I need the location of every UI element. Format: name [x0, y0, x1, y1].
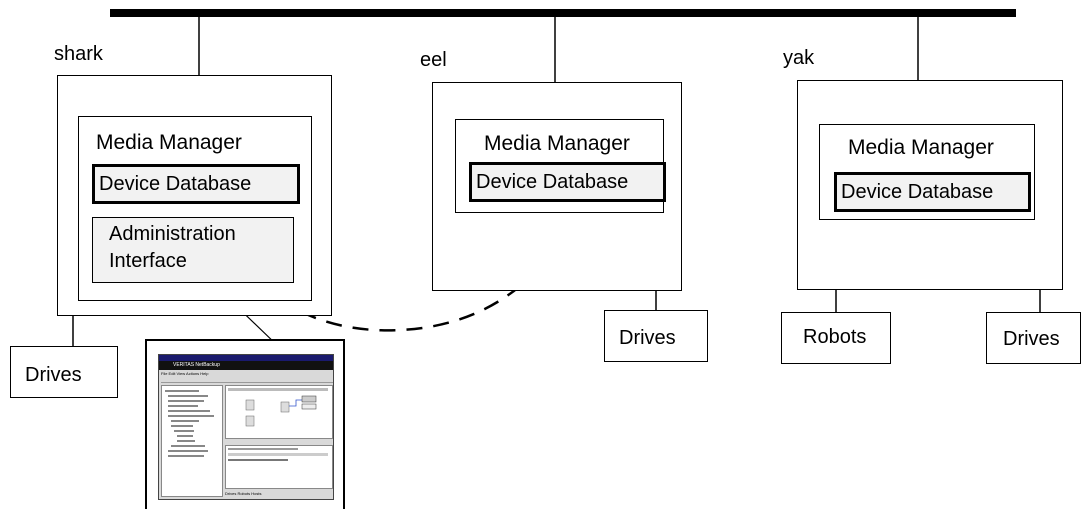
robots-yak: Robots — [781, 312, 891, 364]
console-menu-bar: File Edit View Actions Help — [161, 371, 209, 376]
console-toolbar — [161, 377, 333, 383]
media-manager-title-yak: Media Manager — [848, 136, 994, 159]
admin-console-screenshot: VERITAS NetBackup File Edit View Actions… — [145, 339, 345, 509]
device-database-shark: Device Database — [92, 164, 300, 204]
host-shark: Media Manager Device Database Administra… — [57, 75, 332, 316]
console-drive-list-pane — [225, 445, 333, 489]
topology-view — [228, 388, 328, 427]
host-name-eel: eel — [420, 49, 447, 71]
drives-yak: Drives — [986, 312, 1081, 364]
device-database-eel: Device Database — [469, 162, 666, 202]
device-database-yak: Device Database — [834, 172, 1031, 212]
media-manager-title-eel: Media Manager — [484, 132, 630, 155]
console-banner: VERITAS NetBackup — [159, 361, 333, 370]
tree-items — [165, 390, 214, 457]
host-yak: Media Manager Device Database — [797, 80, 1063, 290]
drives-eel: Drives — [604, 310, 708, 362]
media-manager-yak: Media Manager Device Database — [819, 124, 1035, 220]
drives-shark: Drives — [10, 346, 118, 398]
console-tree-pane — [161, 385, 223, 497]
drive-list — [228, 448, 328, 461]
media-manager-shark: Media Manager Device Database Administra… — [78, 116, 312, 301]
admin-label-line2: Interface — [109, 250, 187, 272]
host-eel: Media Manager Device Database — [432, 82, 682, 291]
admin-label-line1: Administration — [109, 223, 236, 245]
host-name-shark: shark — [54, 43, 103, 65]
console-tabs: Drives Robots Hosts — [225, 491, 262, 496]
media-manager-title-shark: Media Manager — [96, 131, 242, 154]
console-title-bar — [159, 355, 333, 361]
console-window: VERITAS NetBackup File Edit View Actions… — [158, 354, 334, 500]
console-topology-pane — [225, 385, 333, 439]
host-name-yak: yak — [783, 47, 815, 69]
media-manager-eel: Media Manager Device Database — [455, 119, 666, 213]
administration-interface-shark: Administration Interface — [92, 217, 294, 283]
